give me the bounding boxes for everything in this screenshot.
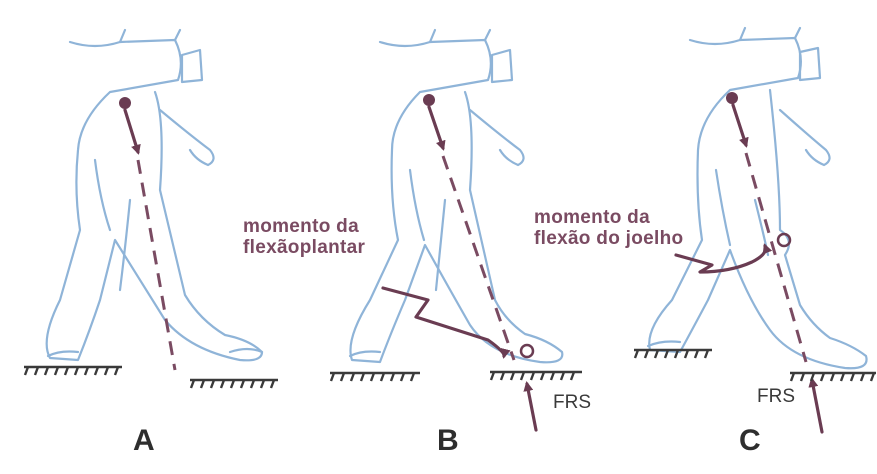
plantarflexion-moment-arrow (383, 288, 504, 356)
plantarflexion-moment-label: momento da flexãoplantar (243, 216, 365, 258)
panel-letter-b: B (437, 424, 459, 458)
ankle-joint-b (521, 345, 533, 357)
grf-label-c: FRS (757, 386, 795, 408)
ground-a-right (190, 380, 278, 388)
gravity-line-c (746, 153, 806, 362)
grf-arrow-c (812, 380, 822, 432)
ground-c-right (790, 373, 876, 381)
panel-letter-c: C (739, 424, 761, 458)
knee-flexion-moment-label: momento da flexão do joelho (534, 207, 683, 249)
center-of-mass-b (423, 94, 435, 106)
ground-b-left (330, 373, 420, 381)
walking-figure-c (648, 28, 867, 368)
gravity-arrow-c (733, 105, 746, 145)
ground-b-right (490, 372, 582, 380)
label-line-2: flexão do joelho (534, 228, 683, 249)
panel-letter-a: A (133, 424, 155, 458)
label-line-1: momento da (534, 207, 683, 228)
label-line-2: flexãoplantar (243, 237, 365, 258)
gravity-arrow-a (125, 110, 138, 152)
walking-figure-a (47, 30, 262, 360)
gravity-line-a (138, 160, 175, 370)
walking-figure-b (350, 30, 562, 362)
grf-arrow-b (527, 384, 536, 430)
center-of-mass-a (119, 97, 131, 109)
grf-label-b: FRS (553, 392, 591, 414)
label-line-1: momento da (243, 216, 365, 237)
knee-flexion-moment-arrow (676, 246, 765, 272)
center-of-mass-c (726, 92, 738, 104)
ground-a-left (24, 367, 122, 375)
gravity-arrow-b (429, 107, 443, 148)
